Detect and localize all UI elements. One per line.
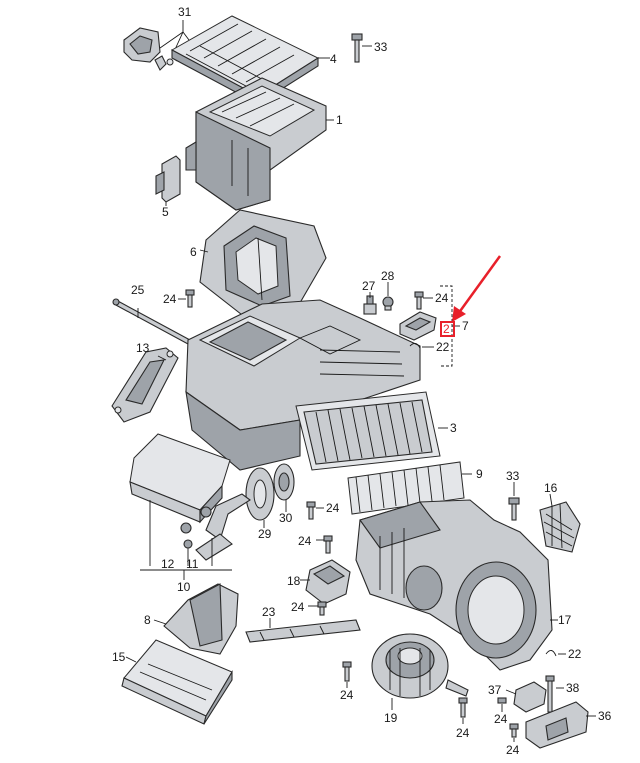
callout-24: 24 (326, 501, 340, 515)
part-7-sensor-bracket (399, 311, 437, 341)
part-24-screw-i (509, 723, 519, 738)
callout-15: 15 (112, 650, 126, 664)
part-28-cap (382, 296, 394, 311)
callout-37: 37 (488, 683, 502, 697)
part-25-rod (112, 298, 191, 345)
callout-30: 30 (279, 511, 293, 525)
part-24-screw-a (185, 289, 195, 308)
part-38-pin (545, 675, 555, 713)
callout-24: 24 (435, 291, 449, 305)
part-18-actuator (305, 559, 351, 605)
highlight-box-part-2 (440, 321, 455, 337)
part-12-oring (180, 522, 193, 549)
callout-33: 33 (374, 40, 388, 54)
callout-24: 24 (163, 292, 177, 306)
callout-25: 25 (131, 283, 145, 297)
highlight-arrow (452, 255, 502, 322)
callout-16: 16 (544, 481, 558, 495)
part-36-bracket (525, 701, 589, 749)
part-23-strip (245, 619, 361, 643)
callout-17: 17 (558, 613, 572, 627)
part-3-filter-frame (295, 391, 441, 471)
callout-8: 8 (144, 613, 151, 627)
part-24-screw-b (414, 291, 424, 310)
part-8-duct (163, 583, 239, 655)
part-24-screw-h (497, 697, 507, 704)
callout-36: 36 (598, 709, 612, 723)
callout-29: 29 (258, 527, 272, 541)
part-33-screw-mid (508, 497, 520, 521)
part-33-screw-top (351, 33, 363, 63)
callout-22: 22 (436, 340, 450, 354)
callout-4: 4 (330, 52, 337, 66)
callout-28: 28 (381, 269, 395, 283)
callout-1: 1 (336, 113, 343, 127)
part-22-clip-a (409, 343, 421, 349)
callout-24: 24 (291, 600, 305, 614)
part-19-blower-motor (371, 633, 469, 699)
callout-7: 7 (462, 319, 469, 333)
part-5-bracket (155, 155, 181, 203)
main-housing (185, 299, 421, 471)
part-24-screw-e (317, 601, 327, 616)
callout-2: 2 (443, 322, 450, 336)
part-13-side-panel (111, 347, 179, 423)
callout-10: 10 (177, 580, 191, 594)
callout-22: 22 (568, 647, 582, 661)
callout-24: 24 (506, 743, 520, 757)
callout-24: 24 (340, 688, 354, 702)
part-22-clip-b (545, 650, 557, 657)
callout-19: 19 (384, 711, 398, 725)
part-heater-core (129, 433, 231, 524)
callout-12: 12 (161, 557, 175, 571)
callout-11: 11 (186, 557, 199, 571)
part-24-screw-g (458, 697, 468, 718)
callout-3: 3 (450, 421, 457, 435)
part-31-bracket (123, 27, 182, 71)
part-37-resistor (513, 681, 547, 713)
callout-5: 5 (162, 205, 169, 219)
part-27-valve (363, 295, 377, 315)
callout-31: 31 (178, 5, 192, 19)
callout-18: 18 (287, 574, 301, 588)
part-16-grille (539, 501, 581, 553)
callout-38: 38 (566, 681, 580, 695)
callout-6: 6 (190, 245, 197, 259)
part-30-seal (273, 463, 295, 501)
callout-27: 27 (362, 279, 376, 293)
part-24-screw-d (323, 535, 333, 554)
part-24-screw-c (306, 501, 316, 520)
callout-9: 9 (476, 467, 483, 481)
part-24-screw-f (342, 661, 352, 682)
part-17-blower-housing (355, 499, 553, 671)
part-29-seal (245, 467, 275, 521)
callout-24: 24 (456, 726, 470, 740)
callout-24: 24 (494, 712, 508, 726)
callout-23: 23 (262, 605, 276, 619)
part-1-upper-housing (185, 77, 327, 211)
callout-13: 13 (136, 341, 150, 355)
part-11-pipe (195, 493, 251, 561)
part-6-core-housing (199, 209, 327, 321)
part-15-tray (121, 639, 233, 725)
callout-33: 33 (506, 469, 520, 483)
callout-24: 24 (298, 534, 312, 548)
